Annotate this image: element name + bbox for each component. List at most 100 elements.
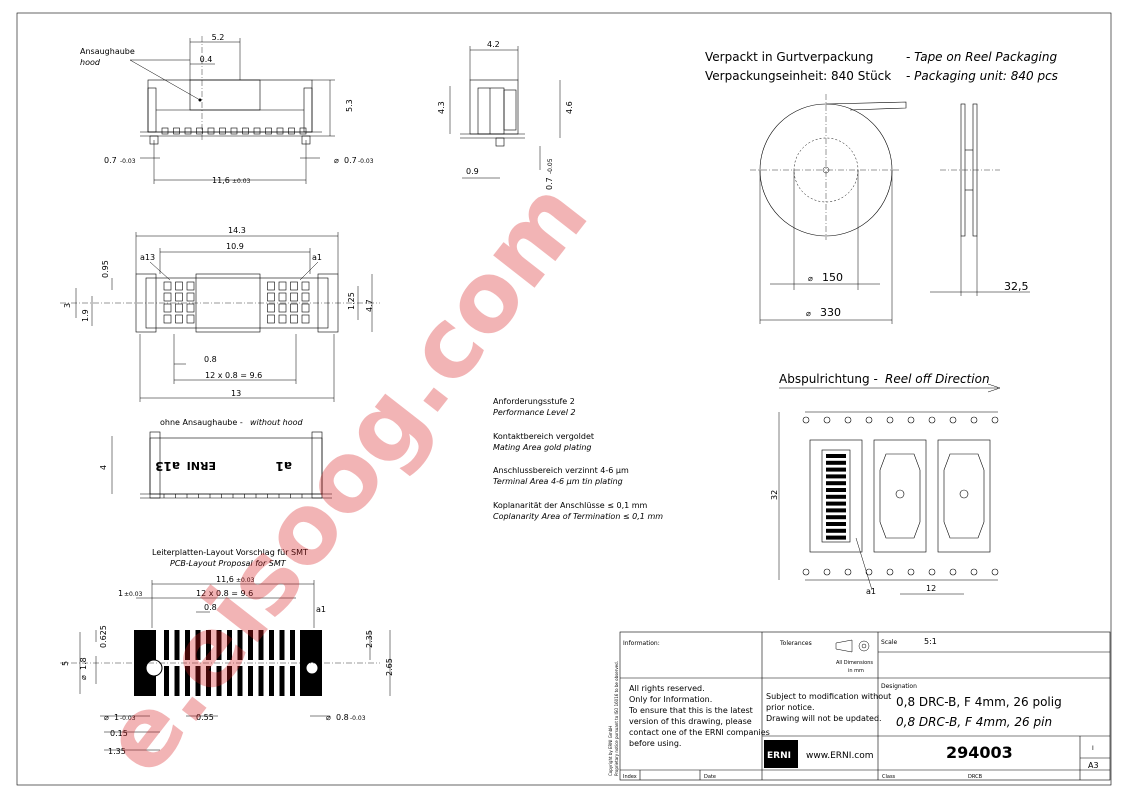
dim-4-2: 4.2: [487, 40, 500, 49]
side-pin: [242, 127, 249, 135]
no-hood-title: ohne Ansaughaube -: [160, 418, 243, 427]
pcb-dim-dia-0-8-tol: -0.03: [350, 715, 366, 722]
tolerances-label: Tolerances: [779, 640, 812, 647]
side-view: Ansaughaube hood 5.2 0.4 5.3 0.7 -0.03 ⌀…: [80, 33, 374, 185]
side-pin: [288, 127, 295, 135]
dim-11-6-tol: ±0.03: [232, 178, 251, 185]
side-pin: [219, 127, 226, 135]
pcb-title-en: PCB-Layout Proposal for SMT: [170, 559, 287, 568]
pcb-pad-top: [269, 630, 274, 660]
top-pin: [301, 281, 310, 291]
pcb-pad-top: [279, 630, 285, 660]
pcb-pad-bottom: [269, 666, 274, 696]
rights-line-1: All rights reserved.: [629, 684, 705, 693]
designation-de: 0,8 DRC-B, F 4mm, 26 polig: [896, 695, 1062, 709]
pcb-dim-dia-0-8-prefix: ⌀: [326, 713, 331, 722]
side-pin: [196, 127, 203, 135]
dim-14-3: 14.3: [228, 226, 246, 235]
tape-part-pin: [826, 474, 846, 479]
end-view: 4.2 4.3 4.6 0.9 0.7 -0.05: [437, 40, 574, 190]
rights-line-3: To ensure that this is the latest: [628, 706, 753, 715]
pin-a13-label: a13: [140, 253, 155, 262]
top-pin: [163, 292, 172, 302]
pcb-pad-bottom: [164, 666, 169, 696]
title-block: Information: Tolerances All Dimensions i…: [608, 631, 1111, 781]
sprocket-hole: [907, 416, 915, 424]
dim-4-3: 4.3: [437, 101, 446, 114]
projection-symbol-icon: [835, 639, 870, 653]
copyright-line-1: Copyright by ERNI GmbH: [608, 726, 613, 776]
dim-3: 3: [63, 303, 72, 308]
reel-dia-150: 150: [822, 271, 843, 284]
side-pin: [253, 127, 261, 135]
scale-value: 5:1: [924, 637, 937, 646]
pcb-pad-bottom: [216, 666, 222, 696]
subject-line-1: Subject to modification without: [766, 692, 891, 701]
tape-part-pin: [826, 515, 846, 520]
sprocket-hole: [928, 416, 936, 424]
sprocket-hole: [991, 416, 999, 424]
dim-0-95: 0.95: [101, 260, 110, 278]
pcb-dim-dia-0-8: 0.8: [336, 713, 349, 722]
pcb-dim-1-8: 1.8: [79, 657, 88, 670]
pcb-pad-top: [227, 630, 232, 660]
no-hood-title-en: without hood: [250, 418, 303, 427]
tape-part-pin: [826, 488, 846, 492]
pcb-pad-top: [248, 630, 253, 660]
dim-4-6: 4.6: [565, 101, 574, 114]
tape-pitch: 12: [926, 584, 936, 593]
pcb-dim-5: 5: [61, 661, 70, 666]
mark-a1: a1: [276, 459, 292, 473]
pcb-pad-top: [237, 630, 243, 660]
pcb-pad-bottom: [185, 666, 190, 696]
tape-title: Abspulrichtung -: [779, 372, 878, 386]
pcb-pad-top: [185, 630, 190, 660]
tape-part-pin: [826, 454, 846, 458]
pcb-pin-a1: a1: [316, 605, 326, 614]
dim-0-7-right: 0.7: [344, 156, 357, 165]
class-label: Class: [882, 774, 896, 780]
revision: I: [1092, 745, 1094, 752]
top-pin: [186, 314, 195, 324]
top-pin: [175, 292, 183, 302]
top-view: 14.3 10.9 0.95 3 1.9 1.25 4.7 0.8 12 x 0…: [60, 226, 380, 402]
side-pin: [299, 127, 307, 135]
dim-0-7-end: 0.7: [545, 177, 554, 190]
dim-1-9: 1.9: [81, 309, 90, 322]
sprocket-hole: [991, 568, 999, 576]
tape-part-pin: [826, 501, 846, 506]
sprocket-hole: [886, 416, 894, 424]
rights-line-2: Only for Information.: [629, 695, 712, 704]
pcb-layout: Leiterplatten-Layout Vorschlag für SMT P…: [60, 548, 394, 756]
sprocket-hole: [844, 568, 852, 576]
sheet-frame: [16, 12, 1112, 786]
side-pin: [173, 127, 180, 135]
pcb-pad-top: [206, 630, 211, 660]
pcb-dim-dia-1-prefix: ⌀: [104, 713, 109, 722]
mark-erni: ERNI: [187, 459, 216, 472]
designation-en: 0,8 DRC-B, F 4mm, 26 pin: [896, 715, 1052, 729]
dim-11-6: 11,6: [212, 176, 230, 185]
sprocket-hole: [823, 416, 831, 424]
pcb-dim-1: 1: [118, 589, 123, 598]
dim-5-2: 5.2: [212, 33, 225, 42]
side-pin: [276, 127, 284, 135]
tape-part-pin: [826, 528, 846, 533]
pcb-dim-dia-prefix: ⌀: [79, 675, 88, 680]
reel-dia-150-prefix: ⌀: [808, 274, 813, 283]
tape-part-pin: [826, 522, 846, 526]
erni-logo: ERNI: [764, 740, 798, 768]
sprocket-hole: [865, 416, 873, 424]
pcb-dim-dia-1-tol: -0.03: [120, 715, 136, 722]
pin-a1-label: a1: [312, 253, 322, 262]
pcb-pad-bottom: [279, 666, 285, 696]
side-pin: [265, 127, 272, 135]
pcb-title: Leiterplatten-Layout Vorschlag für SMT: [152, 548, 308, 557]
dim-4-7: 4.7: [365, 299, 374, 312]
top-pin: [290, 303, 298, 313]
sprocket-hole: [886, 568, 894, 576]
reel-drawing: Verpackt in Gurtverpackung - Tape on Ree…: [705, 50, 1058, 324]
note-1-en: Performance Level 2: [493, 408, 576, 417]
top-pin: [175, 281, 183, 291]
tape-drawing: Abspulrichtung - Reel off Direction 32 1…: [770, 372, 1001, 596]
